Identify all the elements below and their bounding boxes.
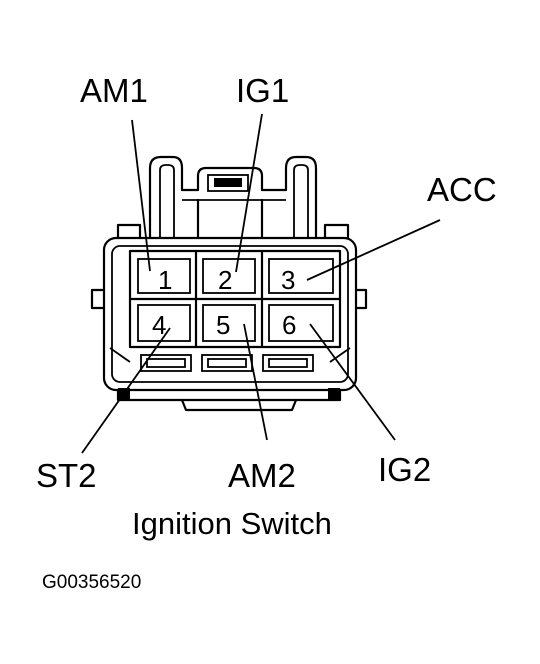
lock-slots (140, 354, 314, 372)
label-am2: AM2 (228, 457, 296, 494)
label-st2: ST2 (36, 457, 97, 494)
leader-st2 (81, 327, 171, 454)
label-acc: ACC (427, 171, 497, 208)
pin-cavity-1 (137, 258, 191, 294)
pin-number-4: 4 (152, 310, 166, 340)
label-ig1: IG1 (236, 72, 289, 109)
pin-cavity-2 (202, 258, 256, 294)
pin-cavity-4 (137, 304, 191, 342)
pin-number-5: 5 (216, 310, 230, 340)
leader-am2 (243, 323, 268, 441)
figure-code: G00356520 (42, 572, 141, 593)
pin-cavity-5 (202, 304, 256, 342)
pin-number-6: 6 (282, 310, 296, 340)
pin-grid: 1 2 3 4 5 6 (128, 249, 342, 349)
pin-cavity-6 (268, 304, 334, 342)
pin-number-1: 1 (158, 265, 172, 295)
label-ig2: IG2 (378, 451, 431, 488)
label-am1: AM1 (80, 72, 148, 109)
diagram-caption: Ignition Switch (132, 506, 332, 541)
leader-corner-right (329, 347, 351, 363)
pin-cavity-3 (268, 258, 334, 294)
leader-am1 (131, 119, 151, 272)
pin-number-2: 2 (218, 265, 232, 295)
leader-lines (81, 113, 441, 454)
pin-number-3: 3 (281, 265, 295, 295)
leader-acc (306, 219, 441, 281)
leader-corner-left (109, 347, 131, 363)
leader-ig1 (235, 113, 263, 273)
leader-ig2 (309, 323, 396, 441)
